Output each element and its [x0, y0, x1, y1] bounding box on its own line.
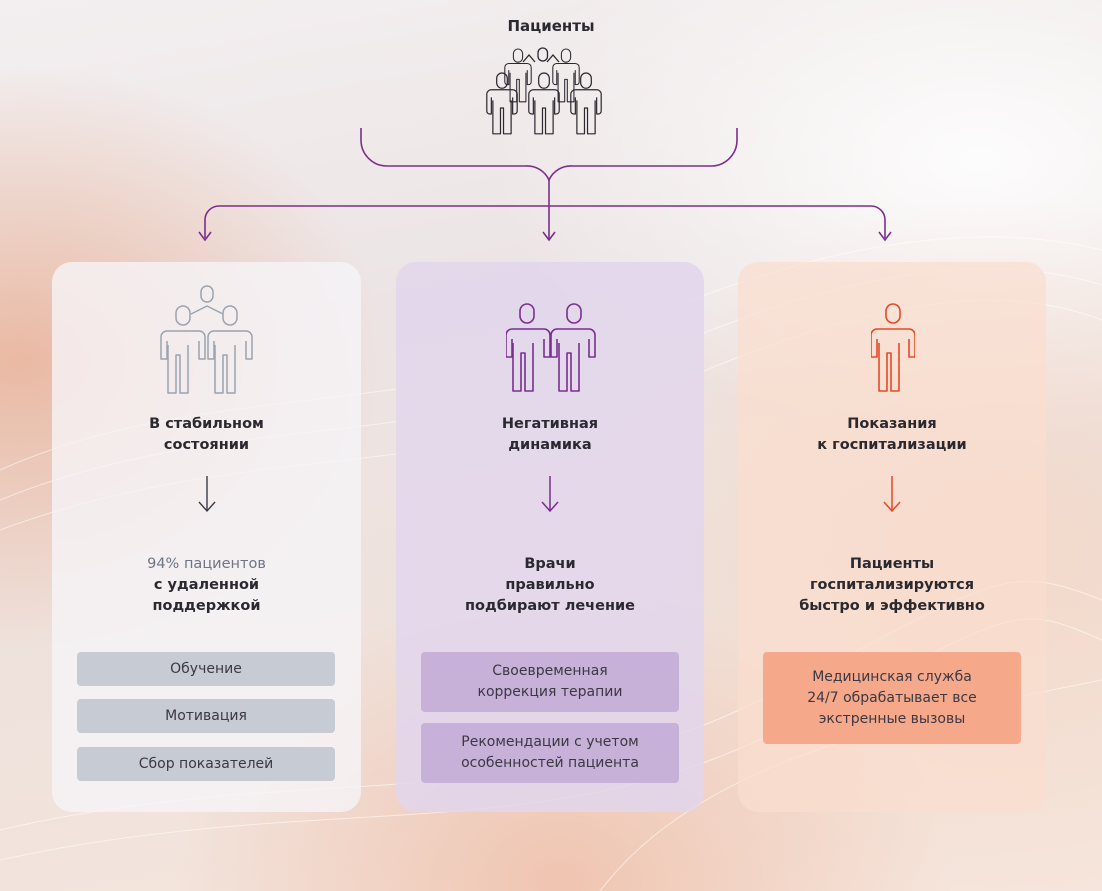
patients-title: Пациенты — [507, 17, 595, 35]
pill-motivation: Мотивация — [77, 699, 335, 733]
people-pair-icon — [506, 303, 596, 392]
outcome-negative: Врачи правильно подбирают лечение — [465, 556, 635, 614]
pill-emergency-service: Медицинская служба 24/7 обрабатывает все… — [763, 652, 1021, 744]
arrow-down-icon — [883, 476, 901, 513]
arrow-down-icon — [541, 476, 559, 513]
branch-connector — [198, 128, 892, 242]
status-stable: В стабильном состоянии — [149, 416, 264, 453]
outcome-hospitalization: Пациенты госпитализируются быстро и эффе… — [799, 556, 985, 614]
card-stable: В стабильном состоянии 94% пациентов с у… — [52, 262, 361, 812]
person-icon — [871, 303, 915, 392]
people-linked-icon — [160, 285, 253, 394]
pill-metrics: Сбор показателей — [77, 747, 335, 781]
outcome-stable: 94% пациентов с удаленной поддержкой — [147, 556, 266, 614]
patients-group-icon — [486, 47, 602, 135]
arrow-down-icon — [197, 476, 216, 513]
pill-training: Обучение — [77, 652, 335, 686]
status-negative: Негативная динамика — [501, 416, 599, 453]
status-hospitalization: Показания к госпитализации — [817, 416, 967, 453]
card-negative: Негативная динамика Врачи правильно подб… — [396, 262, 704, 812]
card-hospitalization: Показания к госпитализации Пациенты госп… — [738, 262, 1046, 812]
